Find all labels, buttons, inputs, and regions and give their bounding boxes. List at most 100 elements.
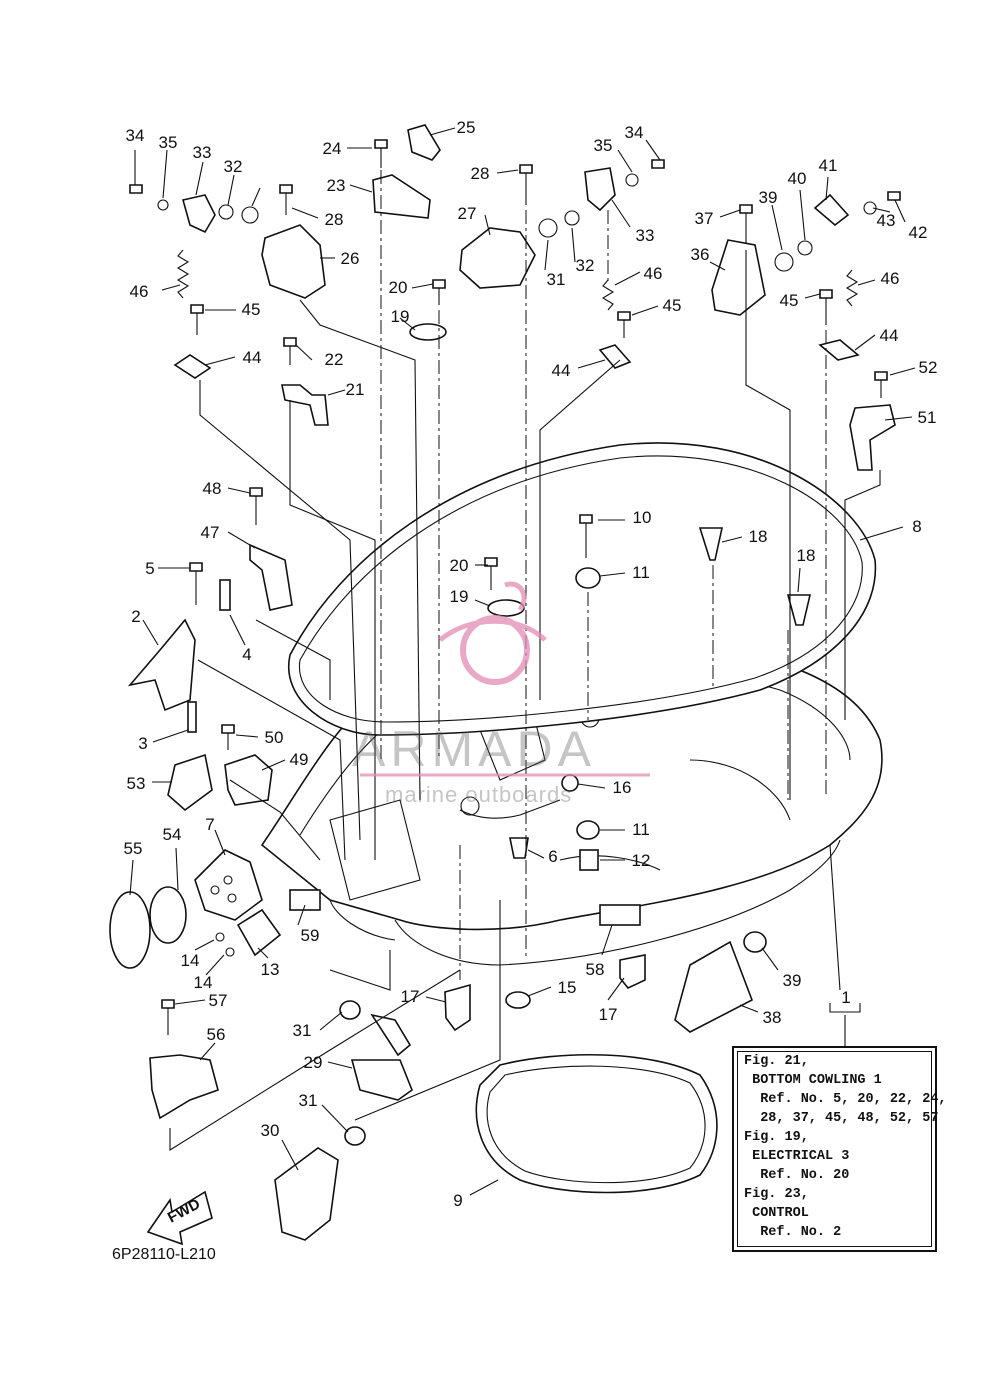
callout-31: 31 — [299, 1091, 318, 1110]
reference-line: Ref. No. 5, 20, 22, 24, — [744, 1092, 947, 1107]
callout-25: 25 — [457, 118, 476, 137]
fwd-arrow: FWD — [146, 1190, 213, 1246]
callout-18: 18 — [749, 527, 768, 546]
reference-line: Fig. 21, — [744, 1054, 809, 1069]
callout-36: 36 — [691, 245, 710, 264]
callout-16: 16 — [613, 778, 632, 797]
callout-32: 32 — [576, 256, 595, 275]
callout-42: 42 — [909, 223, 928, 242]
callout-37: 37 — [695, 209, 714, 228]
callout-44: 44 — [552, 361, 571, 380]
callout-38: 38 — [763, 1008, 782, 1027]
callout-30: 30 — [261, 1121, 280, 1140]
callout-44: 44 — [880, 326, 899, 345]
callout-11: 11 — [632, 563, 650, 582]
callout-14: 14 — [194, 973, 213, 992]
callout-15: 15 — [558, 978, 577, 997]
callout-31: 31 — [293, 1021, 312, 1040]
callout-45: 45 — [242, 300, 261, 319]
callout-34: 34 — [126, 126, 145, 145]
callout-2: 2 — [131, 607, 140, 626]
reference-box-inner — [737, 1051, 932, 1247]
watermark-subtitle: marine outboards — [385, 782, 573, 807]
callout-17: 17 — [401, 987, 420, 1006]
callout-8: 8 — [912, 517, 921, 536]
callout-28: 28 — [325, 210, 344, 229]
callout-9: 9 — [453, 1191, 462, 1210]
callout-13: 13 — [261, 960, 280, 979]
callout-45: 45 — [780, 291, 799, 310]
callout-33: 33 — [636, 226, 655, 245]
callout-33: 33 — [193, 143, 212, 162]
callout-28: 28 — [471, 164, 490, 183]
callout-1: 1 — [841, 988, 850, 1007]
seal-ring-8 — [287, 442, 877, 736]
callout-29: 29 — [304, 1053, 323, 1072]
callout-44: 44 — [243, 348, 262, 367]
reference-line: Ref. No. 20 — [744, 1168, 850, 1183]
callout-45: 45 — [663, 296, 682, 315]
callout-59: 59 — [301, 926, 320, 945]
callout-4: 4 — [242, 645, 251, 664]
callout-41: 41 — [819, 156, 838, 175]
watermark-title: ARMADA — [352, 721, 596, 777]
callout-27: 27 — [458, 204, 477, 223]
callout-46: 46 — [130, 282, 149, 301]
reference-line: Fig. 23, — [744, 1187, 809, 1202]
callout-39: 39 — [783, 971, 802, 990]
callout-23: 23 — [327, 176, 346, 195]
callout-17: 17 — [599, 1005, 618, 1024]
callout-46: 46 — [881, 269, 900, 288]
callout-5: 5 — [145, 559, 154, 578]
callout-58: 58 — [586, 960, 605, 979]
guide-lines — [169, 170, 881, 1151]
callout-26: 26 — [341, 249, 360, 268]
callout-21: 21 — [346, 380, 365, 399]
callout-20: 20 — [450, 556, 469, 575]
callout-3: 3 — [138, 734, 147, 753]
callout-35: 35 — [159, 133, 178, 152]
callout-49: 49 — [290, 750, 309, 769]
callout-48: 48 — [203, 479, 222, 498]
callout-6: 6 — [548, 847, 557, 866]
callout-24: 24 — [323, 139, 342, 158]
reference-line: 28, 37, 45, 48, 52, 57 — [744, 1111, 939, 1126]
callout-54: 54 — [163, 825, 182, 844]
callout-35: 35 — [594, 136, 613, 155]
callout-19: 19 — [391, 307, 410, 326]
reference-line: BOTTOM COWLING 1 — [744, 1073, 882, 1088]
callout-39: 39 — [759, 188, 778, 207]
callout-14: 14 — [181, 951, 200, 970]
callout-32: 32 — [224, 157, 243, 176]
callout-55: 55 — [124, 839, 143, 858]
small-parts — [109, 124, 896, 1241]
leader-lines — [129, 127, 916, 1196]
callout-22: 22 — [325, 350, 344, 369]
callout-20: 20 — [389, 278, 408, 297]
callout-50: 50 — [265, 728, 284, 747]
watermark-logo — [360, 581, 650, 777]
reference-line: ELECTRICAL 3 — [744, 1149, 850, 1164]
callout-56: 56 — [207, 1025, 226, 1044]
reference-line: CONTROL — [744, 1206, 809, 1221]
callout-11: 11 — [632, 820, 650, 839]
callout-34: 34 — [625, 123, 644, 142]
callout-40: 40 — [788, 169, 807, 188]
callout-19: 19 — [450, 587, 469, 606]
callout-31: 31 — [547, 270, 566, 289]
callout-7: 7 — [205, 815, 214, 834]
reference-box: Fig. 21, BOTTOM COWLING 1 Ref. No. 5, 20… — [732, 1046, 947, 1252]
callout-12: 12 — [632, 851, 651, 870]
reference-line: Fig. 19, — [744, 1130, 809, 1145]
gasket-9 — [475, 1054, 718, 1194]
reference-line: Ref. No. 2 — [744, 1225, 842, 1240]
callout-47: 47 — [201, 523, 220, 542]
callout-52: 52 — [919, 358, 938, 377]
callout-10: 10 — [633, 508, 652, 527]
callout-51: 51 — [918, 408, 937, 427]
callout-57: 57 — [209, 991, 228, 1010]
figure-code: 6P28110-L210 — [112, 1246, 216, 1263]
callout-43: 43 — [877, 211, 896, 230]
